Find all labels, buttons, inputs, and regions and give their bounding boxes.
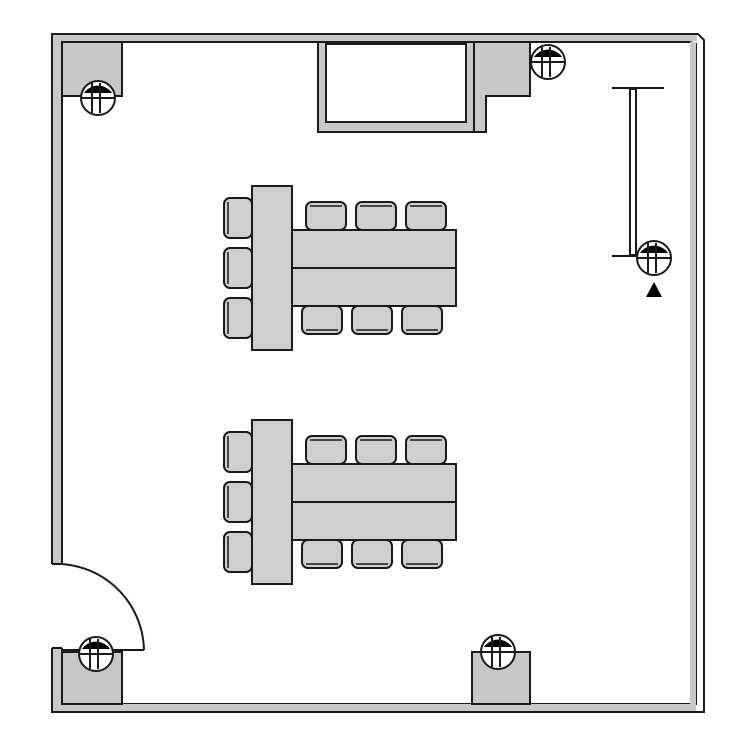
lower-conference-table — [223, 419, 457, 585]
wall-niche — [317, 41, 475, 133]
circle-crosshair-fixture-icon — [530, 44, 566, 80]
chair-top-side[interactable] — [305, 435, 347, 465]
circle-crosshair-fixture-icon — [80, 80, 116, 116]
pull-down-screen-icon — [612, 87, 664, 257]
wall-fill-right — [690, 42, 696, 704]
chair-bottom-side[interactable] — [401, 305, 443, 335]
circle-crosshair-fixture-icon — [78, 636, 114, 672]
column-top-right — [473, 41, 531, 133]
head-table — [251, 185, 293, 351]
columns — [61, 41, 531, 705]
chair-head-side[interactable] — [223, 197, 253, 239]
wall-fill-left-upper — [53, 35, 61, 563]
screen-rod — [629, 88, 637, 256]
chair-head-side[interactable] — [223, 531, 253, 573]
chair-bottom-side[interactable] — [301, 539, 343, 569]
triangle-marker-icon — [646, 282, 662, 297]
chair-bottom-side[interactable] — [301, 305, 343, 335]
circle-crosshair-fixture-icon — [636, 240, 672, 276]
niche-interior — [325, 43, 467, 123]
chair-top-side[interactable] — [405, 201, 447, 231]
outer-wall-line — [51, 33, 705, 713]
chair-head-side[interactable] — [223, 297, 253, 339]
chair-head-side[interactable] — [223, 247, 253, 289]
head-table — [251, 419, 293, 585]
inner-wall-line — [61, 41, 697, 705]
wall-fill-bottom — [53, 704, 696, 711]
chair-top-side[interactable] — [355, 435, 397, 465]
chair-bottom-side[interactable] — [351, 539, 393, 569]
chair-top-side[interactable] — [405, 435, 447, 465]
chair-bottom-side[interactable] — [401, 539, 443, 569]
room-walls — [51, 33, 705, 713]
door-swing-arc — [51, 562, 145, 651]
wall-fill-left-lower — [53, 649, 61, 711]
chair-head-side[interactable] — [223, 431, 253, 473]
ceiling-fixtures — [78, 44, 672, 672]
chair-top-side[interactable] — [355, 201, 397, 231]
upper-conference-table — [223, 185, 457, 351]
wall-fill-top — [53, 35, 697, 41]
chair-head-side[interactable] — [223, 481, 253, 523]
circle-crosshair-fixture-icon — [480, 634, 516, 670]
wall-fill — [53, 35, 697, 711]
chair-bottom-side[interactable] — [351, 305, 393, 335]
furniture — [223, 185, 457, 585]
chair-top-side[interactable] — [305, 201, 347, 231]
